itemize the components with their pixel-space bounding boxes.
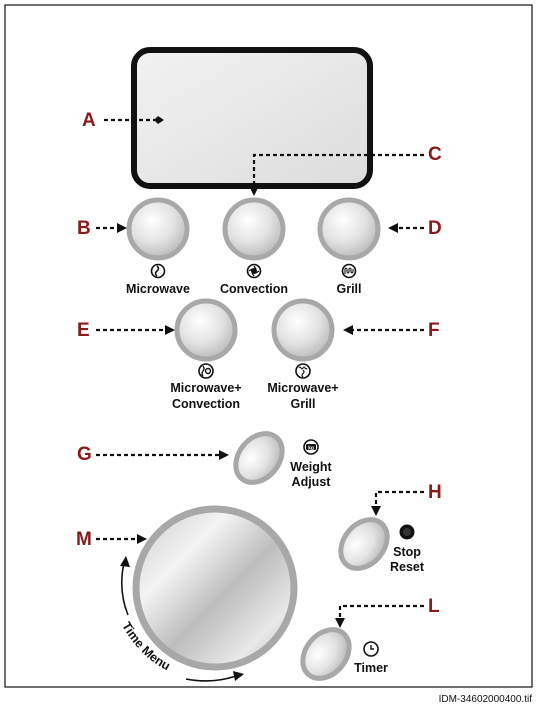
stop-icon: [399, 524, 415, 540]
leader-m-arrow: [137, 534, 147, 544]
leader-d-arrow: [388, 223, 398, 233]
dial-arrow-bottom-head: [233, 671, 244, 681]
callout-c: C: [428, 144, 442, 165]
microwave-button[interactable]: [126, 197, 190, 261]
weight-adjust-label-line1: Weight: [290, 460, 332, 474]
leader-h-arrow: [371, 506, 381, 516]
dial-arrow-left: [120, 562, 129, 616]
microwave-grill-button[interactable]: [271, 298, 335, 362]
microwave-convection-label-line1: Microwave+: [170, 381, 241, 395]
leader-e-arrow: [165, 325, 175, 335]
timer-button[interactable]: [293, 620, 358, 687]
leader-f-arrow: [343, 325, 353, 335]
leader-a-dot: [154, 116, 164, 124]
convection-label: Convection: [220, 282, 288, 296]
weight-adjust-label-line2: Adjust: [292, 475, 332, 489]
callout-a: A: [82, 110, 96, 131]
callout-f: F: [428, 320, 440, 341]
callout-e: E: [77, 320, 90, 341]
leader-c: [252, 153, 424, 188]
leader-c-arrow: [249, 186, 259, 196]
time-menu-dial[interactable]: [132, 505, 298, 671]
display-screen: [131, 47, 373, 189]
leader-g-arrow: [219, 450, 229, 460]
timer-label: Timer: [354, 661, 388, 675]
clock-icon: [363, 641, 379, 657]
leader-l-arrow: [335, 618, 345, 628]
stop-reset-label-line2: Reset: [390, 560, 425, 574]
convection-button[interactable]: [222, 197, 286, 261]
callout-m: M: [76, 529, 92, 550]
file-id: IDM-34602000400.tif: [439, 694, 533, 705]
microwave-label: Microwave: [126, 282, 190, 296]
stop-reset-label-line1: Stop: [393, 545, 421, 559]
svg-text:kg: kg: [308, 446, 314, 452]
dial-arrow-left-head: [120, 556, 130, 567]
weight-adjust-button[interactable]: [226, 424, 291, 491]
callout-b: B: [77, 218, 91, 239]
callout-h: H: [428, 482, 442, 503]
callout-d: D: [428, 218, 442, 239]
leader-l: [338, 604, 424, 620]
microwave-convection-label-line2: Convection: [172, 397, 240, 411]
leader-h: [374, 490, 424, 508]
microwave-grill-icon: [295, 363, 311, 379]
grill-element-icon: [341, 263, 357, 279]
leader-b-arrow: [117, 223, 127, 233]
dial-arrow-bottom: [185, 675, 237, 682]
weight-icon: kg: [303, 439, 319, 455]
microwave-icon: [150, 263, 166, 279]
grill-button[interactable]: [317, 197, 381, 261]
stop-reset-button[interactable]: [331, 510, 396, 577]
microwave-convection-icon: [198, 363, 214, 379]
grill-label: Grill: [336, 282, 361, 296]
microwave-grill-label-line1: Microwave+: [267, 381, 338, 395]
callout-l: L: [428, 596, 440, 617]
callout-g: G: [77, 444, 92, 465]
microwave-grill-label-line2: Grill: [290, 397, 315, 411]
convection-fan-icon: [246, 263, 262, 279]
microwave-convection-button[interactable]: [174, 298, 238, 362]
